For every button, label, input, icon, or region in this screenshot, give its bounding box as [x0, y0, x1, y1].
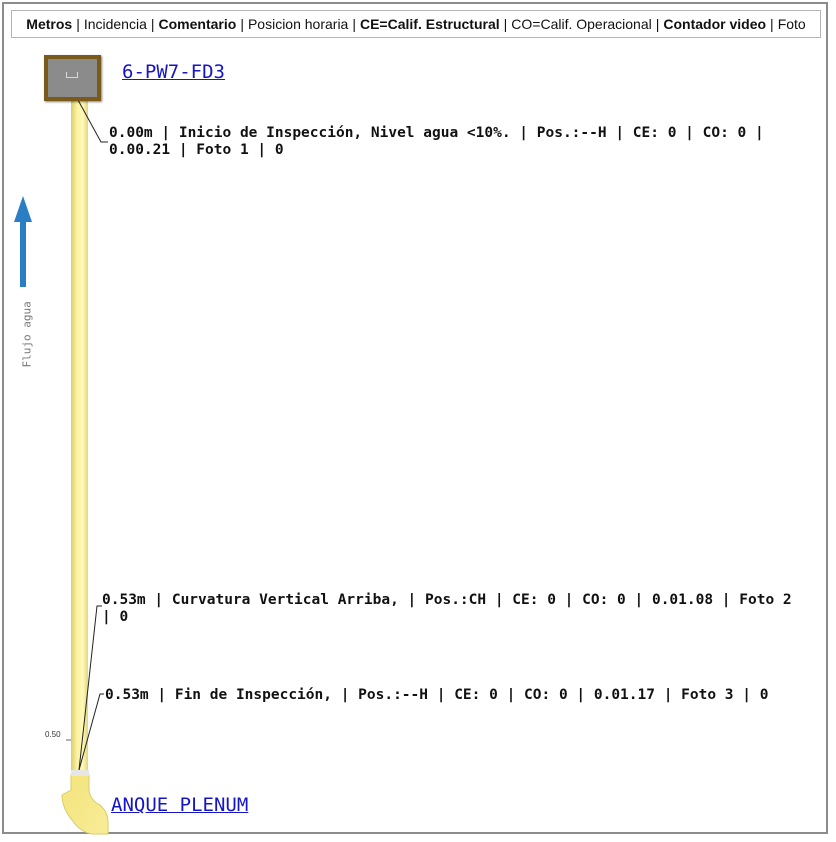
- leader-line-3: [78, 693, 104, 771]
- legend-foto: Foto: [777, 16, 806, 32]
- pipe-segment: [71, 100, 88, 775]
- diagram-frame: [2, 2, 828, 834]
- manhole-icon[interactable]: [44, 55, 101, 101]
- end-node-link[interactable]: ANQUE PLENUM: [111, 794, 249, 816]
- flow-arrow-icon: [14, 196, 32, 287]
- leader-line-1: [77, 99, 108, 143]
- axis-tick-label: 0.50: [45, 730, 61, 739]
- start-manhole-link[interactable]: 6-PW7-FD3: [122, 61, 225, 83]
- observation-3: 0.53m | Fin de Inspección, | Pos.:--H | …: [105, 687, 769, 703]
- legend-incidencia: Incidencia: [83, 16, 147, 32]
- legend-ce: CE=Calif. Estructural: [359, 16, 500, 32]
- legend-contador: Contador video: [663, 16, 767, 32]
- observation-1: 0.00m | Inicio de Inspección, Nivel agua…: [109, 125, 764, 158]
- legend-posicion: Posicion horaria: [247, 16, 349, 32]
- legend-co: CO=Calif. Operacional: [511, 16, 652, 32]
- elbow-joint: [71, 770, 89, 776]
- observation-2: 0.53m | Curvatura Vertical Arriba, | Pos…: [102, 592, 792, 625]
- flow-label: Flujo agua: [20, 301, 34, 368]
- elbow-fitting: [61, 774, 109, 835]
- legend-bar: Metros| Incidencia| Comentario| Posicion…: [11, 10, 821, 38]
- legend-metros: Metros: [26, 16, 73, 32]
- leader-line-2: [78, 605, 102, 771]
- legend-comentario: Comentario: [158, 16, 237, 32]
